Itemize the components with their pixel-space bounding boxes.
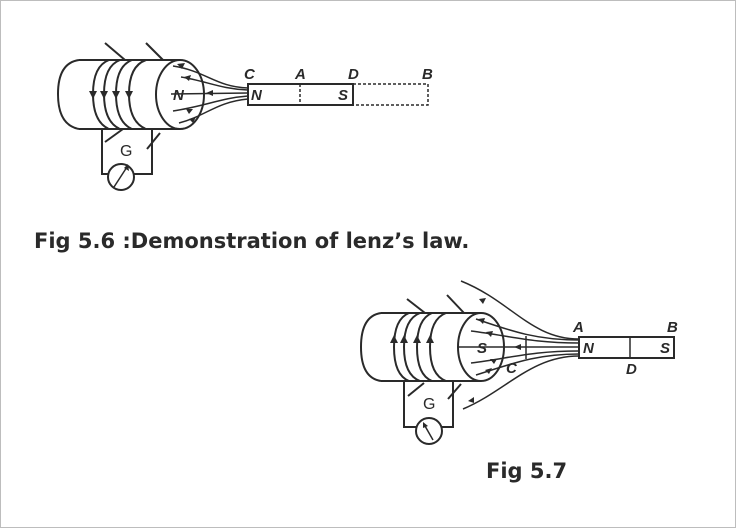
magnet-pole-n: N (583, 340, 595, 357)
coil-cylinder (359, 294, 505, 382)
fig-5-7-caption: Fig 5.7 (486, 459, 568, 483)
coil-pole-s: S (477, 340, 487, 357)
label-d: D (626, 361, 637, 378)
galvanometer-label: G (423, 396, 435, 413)
label-b: B (667, 319, 678, 336)
coil-cylinder (56, 42, 205, 130)
label-d: D (348, 66, 359, 83)
coil-pole-n: N (173, 87, 185, 104)
current-arrow-icons (89, 91, 133, 99)
field-lines (170, 63, 249, 124)
label-a: A (294, 66, 306, 83)
galvanometer-circuit: G (101, 128, 161, 191)
field-lines (459, 280, 580, 410)
label-a: A (572, 319, 584, 336)
label-b: B (422, 66, 433, 83)
label-c: C (506, 360, 518, 377)
current-arrow-icons (390, 335, 434, 343)
galvanometer-dial (415, 417, 443, 445)
fig-5-7-diagram: S C G N S A B D (359, 280, 678, 445)
bar-magnet: N S C A D B (244, 66, 433, 106)
galvanometer-needle (424, 425, 434, 441)
fig-5-6-caption: Fig 5.6 :Demonstration of lenz’s law. (34, 229, 470, 253)
magnet-pole-s: S (338, 87, 348, 104)
fig-5-6-diagram: N G N S C A D B (56, 42, 433, 191)
galvanometer-dial (107, 163, 135, 191)
magnet-pole-s: S (660, 340, 670, 357)
galvanometer-circuit: G (403, 381, 462, 445)
galvanometer-label: G (120, 143, 132, 160)
bar-magnet: N S A B D (572, 319, 678, 378)
galvanometer-needle (113, 166, 128, 188)
magnet-pole-n: N (251, 87, 263, 104)
label-c: C (244, 66, 256, 83)
